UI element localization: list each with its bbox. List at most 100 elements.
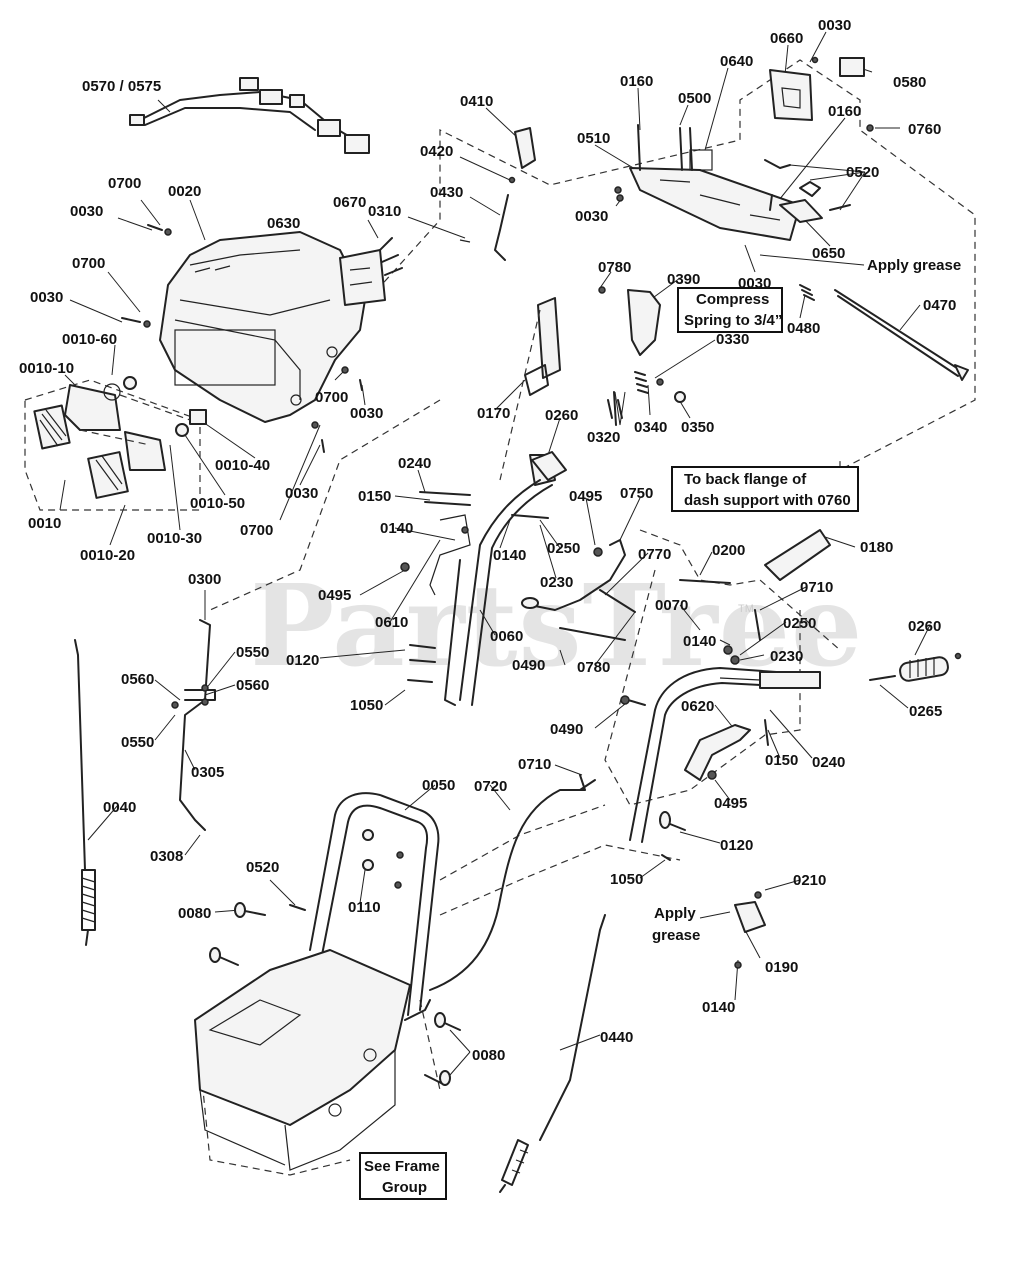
frame-base [194,949,431,1171]
note-see-frame-line2: Group [382,1179,427,1196]
callout-0010-30: 0010-30 [147,530,202,547]
callout-0230-b: 0230 [770,648,803,665]
callout-0390: 0390 [667,271,700,288]
callout-0010: 0010 [28,515,61,532]
bolts-misc [620,695,686,861]
callout-0260-a: 0260 [545,407,578,424]
grip-right [869,652,962,682]
dash-boundary-bottom [439,804,681,916]
callout-0010-50: 0010-50 [190,495,245,512]
dash-boundary-left [209,399,441,611]
callout-0470: 0470 [923,297,956,314]
lever-0620 [684,719,769,781]
callout-0010-40: 0010-40 [215,457,270,474]
callout-0030-d: 0030 [285,485,318,502]
callout-0265: 0265 [909,703,942,720]
callout-0700-d: 0700 [240,522,273,539]
callout-0150-a: 0150 [358,488,391,505]
callout-0560-a: 0560 [121,671,154,688]
callout-0120-b: 0120 [720,837,753,854]
callout-0340: 0340 [634,419,667,436]
callout-0500: 0500 [678,90,711,107]
crank-0770 [521,539,636,641]
callout-0490-b: 0490 [550,721,583,738]
note-compress-spring-box [677,287,783,333]
callout-0150-b: 0150 [765,752,798,769]
callout-0780-b: 0780 [577,659,610,676]
callout-0010-10: 0010-10 [19,360,74,377]
pivot-0180 [679,529,831,584]
callout-0180: 0180 [860,539,893,556]
dash-boundary-right [604,569,801,806]
callout-0780-a: 0780 [598,259,631,276]
dash-frame-group [199,1059,351,1176]
cable-0720 [429,774,596,991]
dash-boundary-top [367,59,976,471]
callout-0160-b: 0160 [828,103,861,120]
callout-0080-a: 0080 [178,905,211,922]
callout-0495-c: 0495 [714,795,747,812]
callout-0020: 0020 [168,183,201,200]
callout-0495-a: 0495 [569,488,602,505]
callout-0640: 0640 [720,53,753,70]
callout-0010-60: 0010-60 [62,331,117,348]
callout-0070: 0070 [655,597,688,614]
note-apply-grease-top: Apply grease [867,257,961,274]
callout-0240-a: 0240 [398,455,431,472]
callout-0320: 0320 [587,429,620,446]
levers-0650 [764,159,851,223]
callout-0610: 0610 [375,614,408,631]
callout-0250-b: 0250 [783,615,816,632]
callout-0720: 0720 [474,778,507,795]
callout-0430: 0430 [430,184,463,201]
callout-0160-a: 0160 [620,73,653,90]
wire-harness [129,77,370,154]
pins-0150 [419,491,603,557]
frame-0050 [309,792,440,1016]
callout-0480: 0480 [787,320,820,337]
callout-0030-e: 0030 [818,17,851,34]
callout-0350: 0350 [681,419,714,436]
callout-0210: 0210 [793,872,826,889]
callout-0030-f: 0030 [575,208,608,225]
callout-0770: 0770 [638,546,671,563]
callout-0140-d: 0140 [702,999,735,1016]
callout-0440: 0440 [600,1029,633,1046]
note-compress-spring-line1: Compress [696,291,769,308]
callout-1050-b: 1050 [610,871,643,888]
note-apply-grease-bottom-line1: Apply [654,905,696,922]
callout-0550-b: 0550 [121,734,154,751]
callout-0190: 0190 [765,959,798,976]
callout-0030-a: 0030 [70,203,103,220]
callout-0490-a: 0490 [512,657,545,674]
cover-0660 [769,56,874,132]
bolts-0080 [209,902,461,1086]
callout-0030-g: 0030 [738,275,771,292]
callout-0700-a: 0700 [108,175,141,192]
callout-0710-a: 0710 [800,579,833,596]
callout-0030-b: 0030 [30,289,63,306]
cable-0440 [499,914,606,1193]
callout-0495-b: 0495 [318,587,351,604]
headlight-assembly [24,376,207,511]
callout-0310: 0310 [368,203,401,220]
bracket-0390 [598,286,686,426]
callout-0060: 0060 [490,628,523,645]
dash-lower-lever [419,999,441,1091]
grip-center [531,451,567,481]
dash-housing [159,231,366,423]
callout-0630: 0630 [267,215,300,232]
callout-0050: 0050 [422,777,455,794]
callout-0620: 0620 [681,698,714,715]
shift-lever [459,127,536,261]
callout-0570-0575: 0570 / 0575 [82,78,161,95]
callout-0170: 0170 [477,405,510,422]
callout-0710-b: 0710 [518,756,551,773]
callout-0300: 0300 [188,571,221,588]
callout-0140-c: 0140 [683,633,716,650]
handle-lower [400,454,556,706]
callout-0080-b: 0080 [472,1047,505,1064]
watermark-tm: TM [738,603,754,615]
callout-0140-a: 0140 [380,520,413,537]
